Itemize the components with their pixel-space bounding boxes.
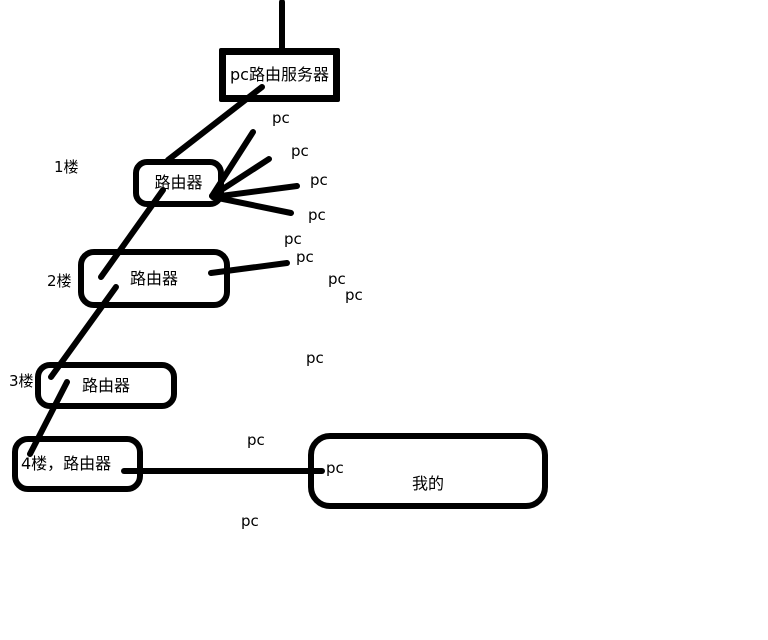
pc-label-1: pc [272,109,290,127]
floor2-label: 2楼 [47,272,72,290]
floor2-router-box: 路由器 [78,249,230,308]
floor1-pc-line-4 [210,194,294,216]
floor1-pc-line-3 [210,183,300,200]
floor3-label: 3楼 [9,372,34,390]
pc-label-6: pc [296,248,314,266]
pc-label-4: pc [308,206,326,224]
my-pc-box: 我的 [308,433,548,509]
floor1-router-box: 路由器 [133,159,224,207]
pc-label-11: pc [326,459,344,477]
floor1-router-label: 路由器 [154,173,203,192]
my-pc-label: 我的 [411,474,444,493]
pc-label-8: pc [345,286,363,304]
pc-label-5: pc [284,230,302,248]
server-label: pc路由服务器 [230,65,329,84]
server-box: pc路由服务器 [219,48,340,102]
pc-label-2: pc [291,142,309,160]
floor2-router-label: 路由器 [129,268,178,288]
pc-label-9: pc [306,349,324,367]
floor4-router-box: 4楼，路由器 [12,436,143,492]
floor3-router-label: 路由器 [81,375,130,395]
floor3-router-box: 路由器 [35,362,177,409]
pc-label-3: pc [310,171,328,189]
floor1-label: 1楼 [54,158,79,176]
pc-label-10: pc [247,431,265,449]
pc-label-7: pc [328,270,346,288]
floor4-router-label: 4楼，路由器 [21,454,112,473]
pc-label-12: pc [241,512,259,530]
